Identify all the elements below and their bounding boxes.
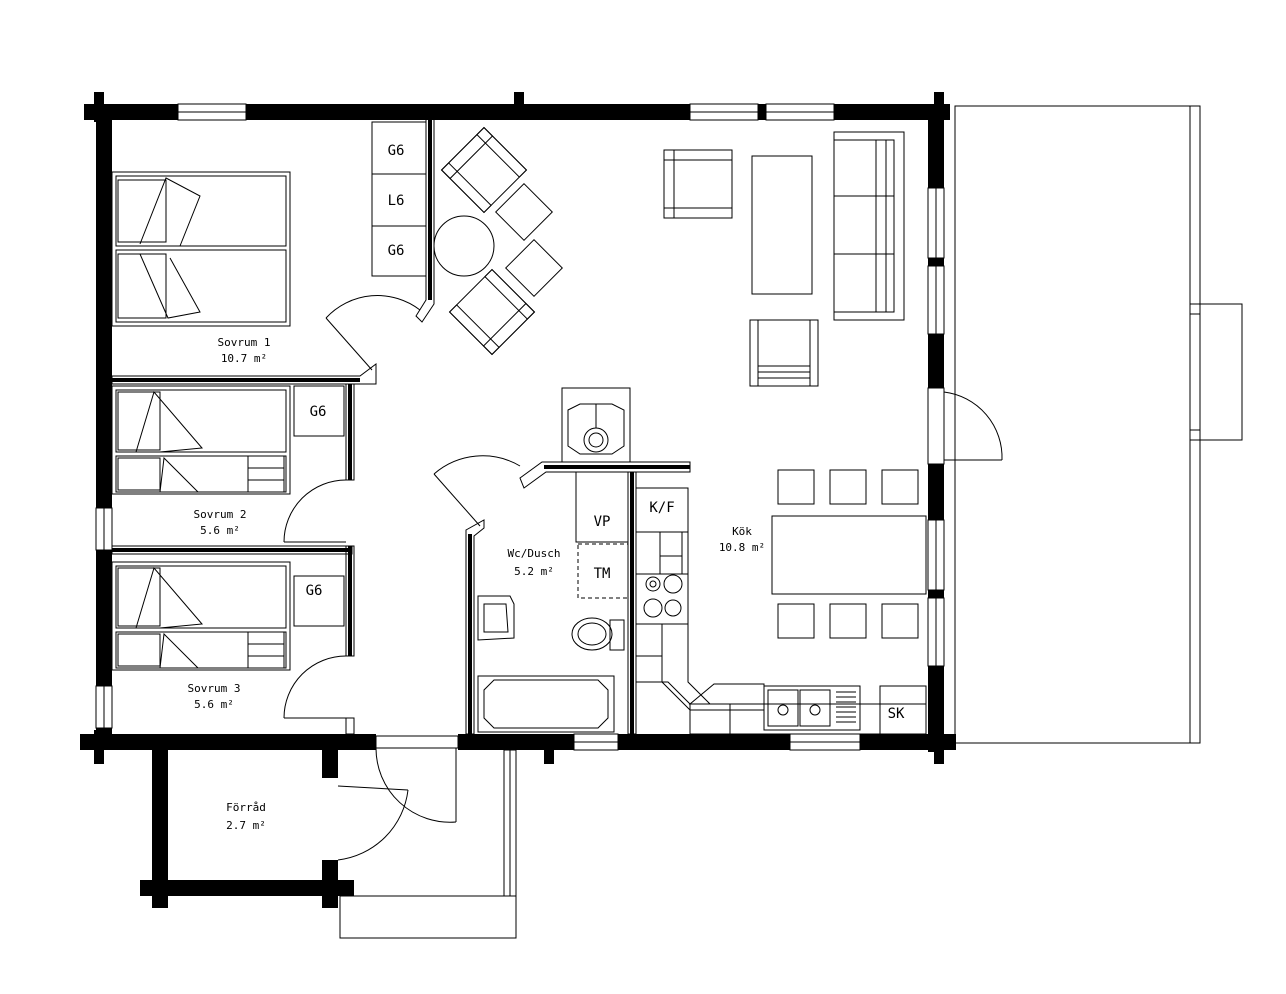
interior-walls [111, 120, 691, 735]
dryer-label: TM [594, 566, 611, 582]
sovrum1-wardrobes [371, 121, 427, 277]
terrace [954, 105, 1243, 744]
sovrum1-beds [111, 171, 291, 327]
room-area-forrad: 2.7 m² [226, 819, 266, 832]
doors [283, 295, 521, 719]
cleaning-cabinet-label: SK [888, 706, 905, 722]
room-area-sovrum3: 5.6 m² [194, 698, 234, 711]
room-area-sovrum2: 5.6 m² [200, 524, 240, 537]
wardrobe-1a-label: G6 [388, 143, 405, 159]
kitchen [635, 487, 927, 735]
room-name-sovrum2: Sovrum 2 [194, 508, 247, 521]
room-name-wc: Wc/Dusch [508, 547, 561, 560]
room-area-wc: 5.2 m² [514, 565, 554, 578]
wardrobe-3-label: G6 [306, 583, 323, 599]
heat-pump-label: VP [594, 514, 611, 530]
entrance [339, 735, 517, 939]
sovrum2-bunk [111, 385, 345, 495]
fridge-freezer-label: K/F [649, 500, 674, 516]
room-name-kok: Kök [732, 525, 752, 538]
room-name-sovrum1: Sovrum 1 [218, 336, 271, 349]
dining [771, 469, 927, 639]
wardrobe-1b-label: G6 [388, 243, 405, 259]
room-name-sovrum3: Sovrum 3 [188, 682, 241, 695]
wc-fixtures [477, 471, 629, 733]
room-area-kok: 10.8 m² [719, 541, 765, 554]
windows [95, 103, 945, 751]
fireplace [561, 387, 631, 463]
outer-walls [80, 92, 956, 764]
wardrobe-2-label: G6 [310, 404, 327, 420]
room-name-forrad: Förråd [226, 801, 266, 814]
linen-1-label: L6 [388, 193, 405, 209]
sovrum3-bunk [111, 561, 345, 671]
living-furniture [433, 126, 905, 387]
terrace-door [927, 387, 1003, 465]
forrad-walls [140, 744, 409, 908]
room-area-sovrum1: 10.7 m² [221, 352, 267, 365]
